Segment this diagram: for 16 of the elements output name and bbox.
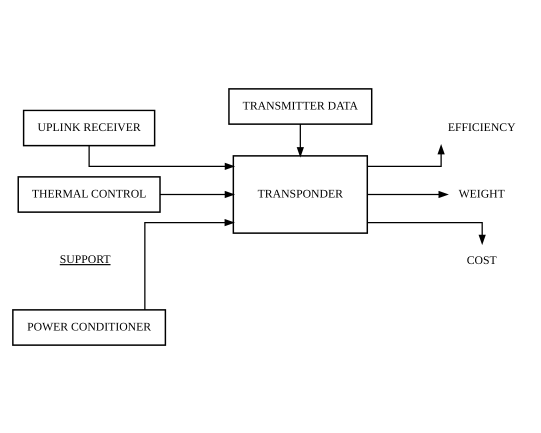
arrow [160, 190, 236, 198]
node-box: THERMAL CONTROL [18, 176, 161, 212]
arrow [296, 124, 304, 158]
node-box: UPLINK RECEIVER [22, 109, 156, 146]
arrow [88, 145, 236, 170]
node-text: EFFICIENCY [448, 120, 516, 134]
node-box: POWER CONDITIONER [12, 308, 166, 346]
arrow [367, 190, 449, 198]
node-box: TRANSPONDER [232, 154, 368, 234]
arrow [144, 218, 235, 310]
node-text: WEIGHT [458, 187, 505, 200]
node-text: COST [466, 254, 497, 267]
node-box: TRANSMITTER DATA [228, 88, 372, 124]
arrow [367, 143, 445, 167]
label: SUPPORT [60, 252, 111, 266]
arrow [368, 221, 486, 245]
